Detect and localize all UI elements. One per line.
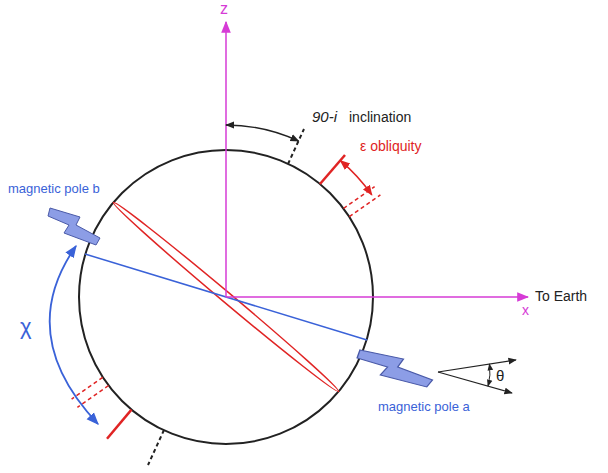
chi-arc: [50, 246, 98, 424]
pole-label: magnetic pole b: [8, 182, 100, 197]
angle-label: θ: [496, 367, 504, 384]
x-axis: [226, 296, 528, 298]
z-axis: [225, 22, 227, 297]
theta-arc: [488, 364, 490, 386]
angle-label: χ: [20, 314, 32, 339]
angle-label: ε obliquity: [360, 138, 422, 154]
projected-axis: [72, 377, 103, 399]
projected-axis: [344, 187, 375, 209]
inclination-arc: [226, 125, 299, 141]
direction-label: To Earth: [535, 288, 587, 304]
angle-label: inclination: [349, 109, 411, 125]
spin-axis: [107, 410, 132, 439]
axis-label: x: [522, 302, 529, 318]
magnetic-pole-symbol: [48, 208, 100, 245]
inclination-axis: [148, 430, 164, 465]
magnetic-pole-symbol: [357, 350, 432, 387]
angle-label: 90-i: [312, 108, 337, 125]
projected-axis: [349, 195, 380, 217]
pole-label: magnetic pole a: [378, 400, 470, 415]
spin-axis: [320, 155, 345, 184]
inclination-axis: [288, 129, 304, 164]
obliquity-arc: [340, 161, 371, 195]
axis-label: z: [220, 0, 228, 18]
